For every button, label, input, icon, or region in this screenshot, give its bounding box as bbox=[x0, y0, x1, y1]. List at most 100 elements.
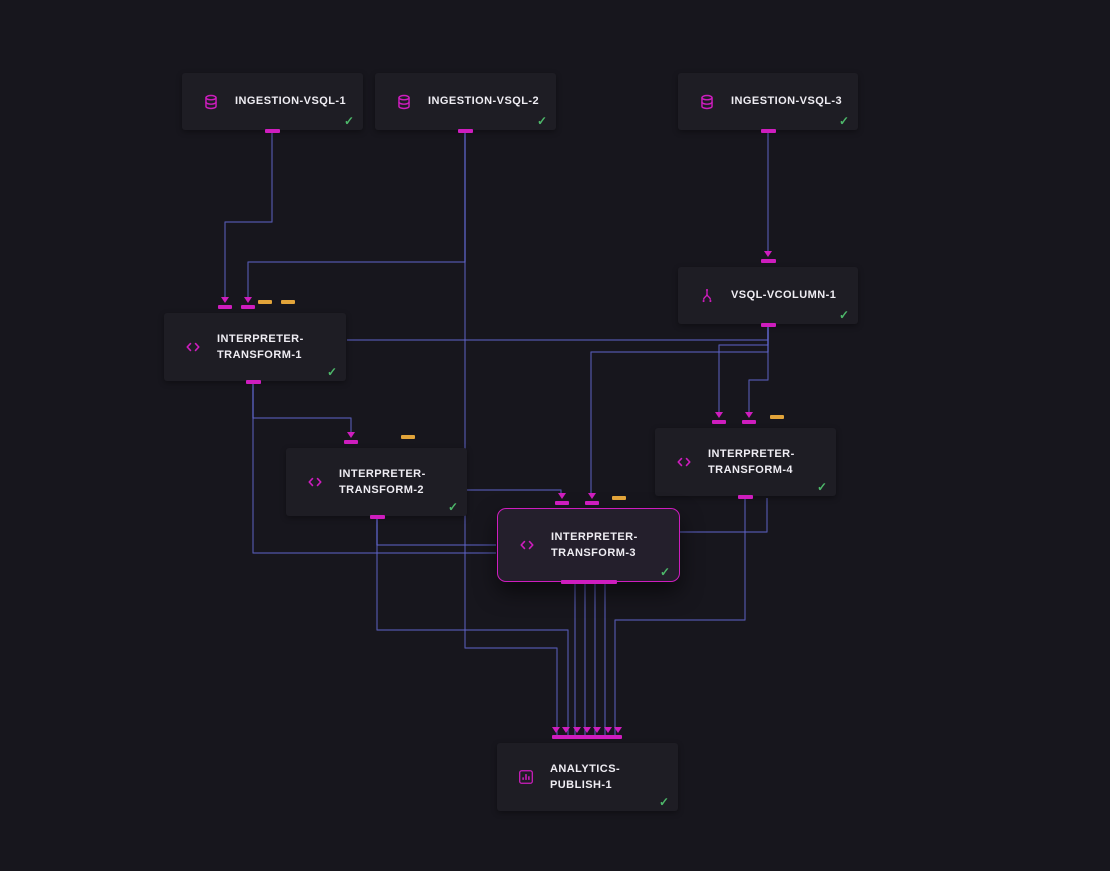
node-label-line: INTERPRETER- bbox=[551, 530, 638, 543]
code-icon bbox=[184, 338, 202, 356]
node-label: INTERPRETER- TRANSFORM-1 bbox=[217, 331, 304, 364]
output-port[interactable] bbox=[264, 129, 280, 133]
database-icon bbox=[202, 93, 220, 111]
node-label: VSQL-VCOLUMN-1 bbox=[731, 287, 836, 304]
node-label-line: PUBLISH-1 bbox=[550, 779, 613, 791]
database-icon bbox=[698, 93, 716, 111]
edge[interactable] bbox=[614, 498, 746, 737]
node-interpreter-transform-4[interactable]: INTERPRETER-TRANSFORM-4 ✓ bbox=[655, 412, 836, 499]
node-interpreter-transform-1[interactable]: INTERPRETER- TRANSFORM-1 ✓ bbox=[164, 297, 346, 384]
input-port[interactable] bbox=[552, 735, 622, 739]
edge-arrowhead-icon bbox=[244, 297, 252, 303]
input-port[interactable] bbox=[241, 305, 255, 309]
output-port[interactable] bbox=[760, 323, 776, 327]
node-label: INGESTION-VSQL-2 bbox=[428, 93, 539, 110]
output-port[interactable] bbox=[369, 515, 385, 519]
input-port[interactable] bbox=[585, 501, 599, 505]
edge[interactable] bbox=[464, 132, 558, 737]
node-body: INGESTION-VSQL-1 bbox=[182, 73, 363, 130]
node-body: INGESTION-VSQL-2 bbox=[375, 73, 556, 130]
input-port[interactable] bbox=[760, 259, 776, 263]
node-label: INTERPRETER- TRANSFORM-2 bbox=[339, 466, 426, 499]
node-ingestion-vsql-3[interactable]: INGESTION-VSQL-3 ✓ bbox=[678, 73, 858, 133]
edge[interactable] bbox=[465, 489, 562, 496]
node-label: INGESTION-VSQL-3 bbox=[731, 93, 842, 110]
unconnected-input-port[interactable] bbox=[281, 300, 295, 304]
node-body: INGESTION-VSQL-3 bbox=[678, 73, 858, 130]
edge-arrowhead-icon bbox=[558, 493, 566, 499]
node-label-line: TRANSFORM-2 bbox=[339, 484, 425, 496]
edge[interactable] bbox=[376, 518, 496, 546]
success-check-icon: ✓ bbox=[536, 114, 547, 128]
input-port[interactable] bbox=[344, 440, 358, 444]
database-icon bbox=[395, 93, 413, 111]
node-label-line: TRANSFORM-1 bbox=[217, 349, 303, 361]
edge-arrowhead-icon bbox=[552, 727, 560, 733]
edge[interactable] bbox=[252, 383, 352, 436]
output-port[interactable] bbox=[737, 495, 753, 499]
node-analytics-publish-1[interactable]: ANALYTICS- PUBLISH-1 ✓ bbox=[497, 727, 678, 811]
success-check-icon: ✓ bbox=[343, 114, 354, 128]
edge[interactable] bbox=[590, 326, 769, 496]
node-body: ANALYTICS- PUBLISH-1 bbox=[497, 743, 678, 811]
unconnected-input-port[interactable] bbox=[770, 415, 784, 419]
node-label: ANALYTICS- PUBLISH-1 bbox=[550, 761, 620, 794]
node-label: INGESTION-VSQL-1 bbox=[235, 93, 346, 110]
code-icon bbox=[306, 473, 324, 491]
edge-arrowhead-icon bbox=[562, 727, 571, 733]
node-interpreter-transform-2[interactable]: INTERPRETER- TRANSFORM-2 ✓ bbox=[286, 432, 467, 519]
edge-arrowhead-icon bbox=[715, 412, 723, 418]
node-label-line: INGESTION-VSQL-1 bbox=[235, 95, 347, 108]
chart-icon bbox=[517, 768, 535, 786]
node-body: INTERPRETER- TRANSFORM-1 bbox=[164, 313, 346, 381]
node-label: INTERPRETER-TRANSFORM-4 bbox=[708, 446, 795, 479]
success-check-icon: ✓ bbox=[838, 114, 849, 128]
node-interpreter-transform-3[interactable]: INTERPRETER-TRANSFORM-3 ✓ bbox=[497, 493, 680, 584]
input-port[interactable] bbox=[218, 305, 232, 309]
edge-arrowhead-icon bbox=[593, 727, 602, 733]
success-check-icon: ✓ bbox=[447, 500, 458, 514]
edge[interactable] bbox=[679, 498, 768, 533]
node-label-line: INTERPRETER- bbox=[217, 332, 304, 345]
edge-arrowhead-icon bbox=[221, 297, 229, 303]
edge[interactable] bbox=[347, 326, 769, 341]
node-body: INTERPRETER- TRANSFORM-3 bbox=[498, 509, 679, 581]
edge-arrowhead-icon bbox=[614, 727, 622, 733]
output-port[interactable] bbox=[457, 129, 473, 133]
edge[interactable] bbox=[247, 132, 466, 299]
node-label-line: TRANSFORM-3 bbox=[551, 547, 637, 559]
unconnected-input-port[interactable] bbox=[612, 496, 626, 500]
edge[interactable] bbox=[748, 326, 769, 416]
success-check-icon: ✓ bbox=[326, 365, 337, 379]
node-vsql-vcolumn-1[interactable]: VSQL-VCOLUMN-1 ✓ bbox=[678, 251, 858, 327]
output-port[interactable] bbox=[245, 380, 261, 384]
node-body: VSQL-VCOLUMN-1 bbox=[678, 267, 858, 324]
success-check-icon: ✓ bbox=[658, 795, 669, 809]
edge-arrowhead-icon bbox=[588, 493, 596, 499]
node-body: INTERPRETER-TRANSFORM-4 bbox=[655, 428, 836, 496]
output-port[interactable] bbox=[561, 580, 617, 584]
node-ingestion-vsql-1[interactable]: INGESTION-VSQL-1 ✓ bbox=[182, 73, 363, 133]
edge[interactable] bbox=[252, 383, 496, 554]
node-body: INTERPRETER- TRANSFORM-2 bbox=[286, 448, 467, 516]
success-check-icon: ✓ bbox=[838, 308, 849, 322]
code-icon bbox=[675, 453, 693, 471]
output-port[interactable] bbox=[760, 129, 776, 133]
input-port[interactable] bbox=[742, 420, 756, 424]
input-port[interactable] bbox=[712, 420, 726, 424]
input-port[interactable] bbox=[555, 501, 569, 505]
success-check-icon: ✓ bbox=[816, 480, 827, 494]
node-label-line: INTERPRETER- bbox=[339, 467, 426, 480]
split-icon bbox=[698, 287, 716, 305]
code-icon bbox=[518, 536, 536, 554]
edge[interactable] bbox=[376, 518, 569, 737]
unconnected-input-port[interactable] bbox=[258, 300, 272, 304]
unconnected-input-port[interactable] bbox=[401, 435, 415, 439]
edge[interactable] bbox=[224, 132, 273, 299]
node-label-line: ANALYTICS- bbox=[550, 762, 621, 775]
node-ingestion-vsql-2[interactable]: INGESTION-VSQL-2 ✓ bbox=[375, 73, 556, 133]
edge-arrowhead-icon bbox=[603, 727, 612, 733]
edge-arrowhead-icon bbox=[583, 727, 591, 733]
